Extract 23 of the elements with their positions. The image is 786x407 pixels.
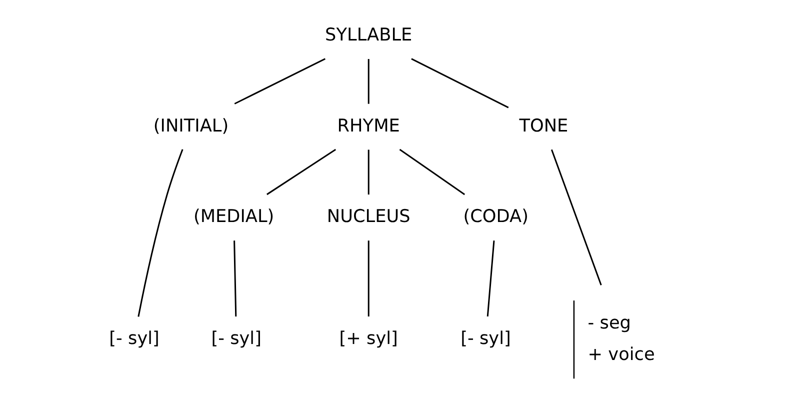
connector	[410, 58, 508, 108]
connector	[550, 149, 602, 286]
node-text: [- syl]	[460, 329, 510, 350]
node-text: [+ syl]	[338, 329, 398, 350]
connector	[486, 240, 494, 317]
node-text: RHYME	[336, 116, 400, 136]
node-text: [- syl]	[210, 329, 261, 350]
node-text: TONE	[518, 116, 568, 136]
node-text: (MEDIAL)	[192, 207, 274, 228]
node-text: - seg + voice	[587, 313, 654, 365]
connector	[398, 148, 465, 196]
connector	[137, 149, 183, 317]
node-text: (INITIAL)	[152, 116, 228, 136]
node-text: (CODA)	[462, 207, 528, 228]
node-text: SYLLABLE	[324, 26, 412, 46]
connector	[367, 59, 369, 104]
connector	[233, 240, 236, 316]
connector	[367, 150, 369, 195]
node-text: NUCLEUS	[326, 207, 410, 228]
connector	[234, 58, 325, 104]
connector	[367, 240, 369, 316]
connector	[266, 148, 336, 196]
node-text: [- syl]	[108, 329, 159, 350]
